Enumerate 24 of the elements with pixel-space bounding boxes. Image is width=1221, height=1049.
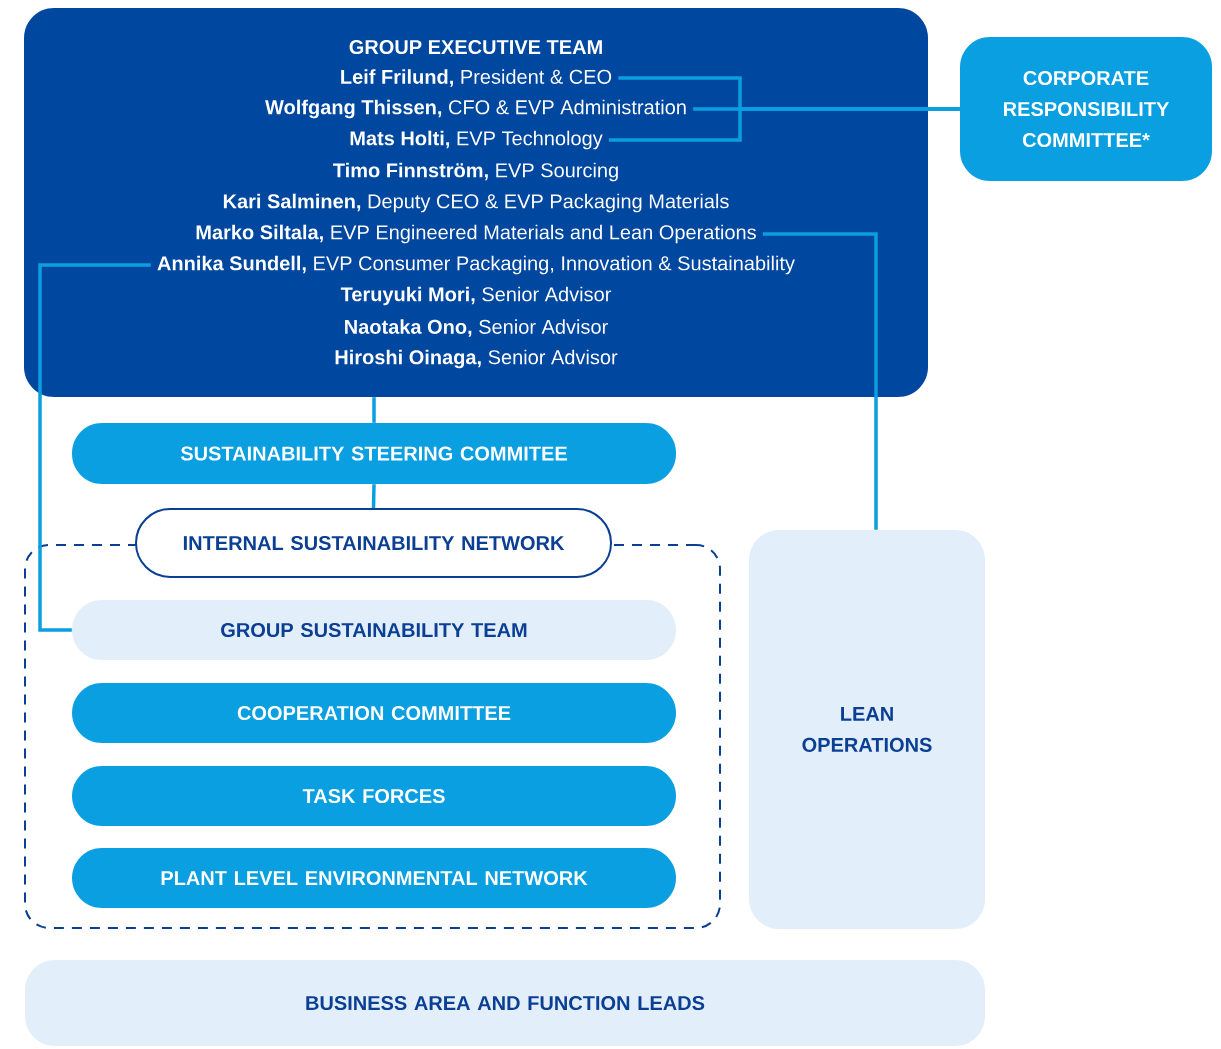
- committee-pill: SUSTAINABILITY STEERING COMMITEE: [72, 423, 676, 484]
- member-line: Timo Finnström, EVP Sourcing: [333, 162, 618, 182]
- team-pill: GROUP SUSTAINABILITY TEAM: [72, 600, 676, 660]
- member-line: Marko Siltala, EVP Engineered Materials and Lean Operations: [196, 224, 756, 244]
- member-line: Teruyuki Mori, Senior Advisor: [340, 286, 612, 306]
- member-line: Mats Holti, EVP Technology: [350, 130, 603, 150]
- team-pill: BUSINESS AREA AND FUNCTION LEADS: [25, 960, 985, 1046]
- committee-pill: COOPERATION COMMITTEE: [72, 683, 676, 743]
- member-line: Kari Salminen, Deputy CEO & EVP Packaging Materials: [223, 193, 729, 213]
- network-pill: INTERNAL SUSTAINABILITY NETWORK: [135, 508, 612, 578]
- committee-pill: TASK FORCES: [72, 766, 676, 826]
- member-line: Annika Sundell, EVP Consumer Packaging, Innovation & Sustainability: [157, 255, 795, 275]
- member-line: Wolfgang Thissen, CFO & EVP Administration: [265, 99, 686, 119]
- connector-line: [371, 484, 376, 509]
- member-line: Leif Frilund, President & CEO: [341, 69, 612, 87]
- committee-box: CORPORATE RESPONSIBILITY COMMITTEE*: [960, 37, 1212, 181]
- connector-line: [38, 263, 151, 632]
- connector-line: [608, 107, 960, 142]
- connector-line: [762, 232, 878, 530]
- member-line: Naotaka Ono, Senior Advisor: [345, 319, 608, 337]
- operations-box: LEAN OPERATIONS: [749, 530, 985, 929]
- connector-line: [372, 397, 376, 423]
- committee-pill: PLANT LEVEL ENVIRONMENTAL NETWORK: [72, 848, 676, 908]
- member-line: Hiroshi Oinaga, Senior Advisor: [335, 349, 618, 369]
